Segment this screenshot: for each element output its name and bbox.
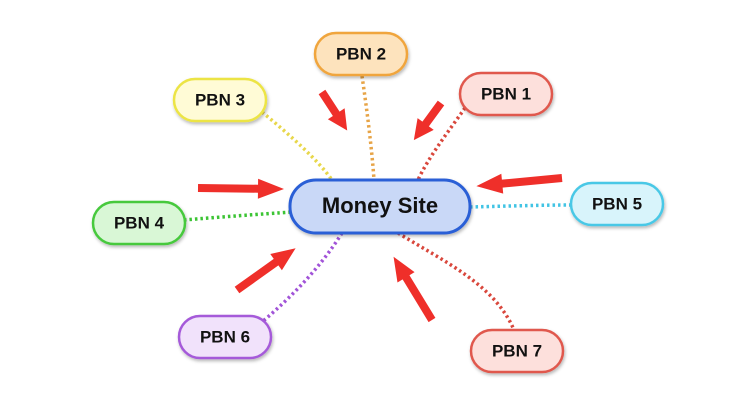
pbn-node-3-label: PBN 3 bbox=[195, 90, 245, 109]
pbn-node-3: PBN 3 bbox=[172, 77, 268, 123]
arrows bbox=[197, 89, 563, 323]
pbn-node-1-box bbox=[458, 71, 554, 117]
pbn-node-4: PBN 4 bbox=[91, 200, 187, 246]
pbn-node-5: PBN 5 bbox=[569, 181, 665, 227]
pbn-node-6-label: PBN 6 bbox=[200, 327, 250, 346]
pbn-node-7: PBN 7 bbox=[469, 328, 565, 374]
pbn-node-6-box bbox=[177, 314, 273, 360]
link-pbn-5 bbox=[469, 203, 573, 209]
arrow-bottom-left bbox=[234, 248, 296, 294]
money-site-node: Money Site bbox=[288, 178, 472, 235]
pbn-node-2: PBN 2 bbox=[313, 31, 409, 77]
link-pbn-7 bbox=[397, 231, 516, 331]
arrow-top-right bbox=[413, 100, 445, 141]
link-pbn-4 bbox=[183, 210, 293, 222]
pbn-node-1-label: PBN 1 bbox=[481, 84, 531, 103]
pbn-node-3-box bbox=[172, 77, 268, 123]
arrow-top-left bbox=[318, 89, 348, 131]
link-pbn-6 bbox=[260, 232, 344, 324]
pbn-node-7-box bbox=[469, 328, 565, 374]
pbn-node-6: PBN 6 bbox=[177, 314, 273, 360]
arrow-right bbox=[476, 173, 563, 194]
pbn-node-2-box bbox=[313, 31, 409, 77]
pbn-node-4-label: PBN 4 bbox=[114, 213, 165, 232]
pbn-node-4-box bbox=[91, 200, 187, 246]
link-pbn-1 bbox=[416, 106, 467, 181]
arrow-bottom bbox=[393, 256, 436, 323]
money-site-box bbox=[288, 178, 472, 235]
pbn-node-5-label: PBN 5 bbox=[592, 194, 642, 213]
link-pbn-3 bbox=[260, 110, 334, 182]
pbn-node-2-label: PBN 2 bbox=[336, 44, 386, 63]
link-pbn-2 bbox=[360, 75, 376, 181]
connector-lines bbox=[183, 75, 573, 331]
money-site-label: Money Site bbox=[322, 193, 438, 218]
pbn-node-5-box bbox=[569, 181, 665, 227]
arrow-left bbox=[197, 178, 284, 199]
pbn-node-1: PBN 1 bbox=[458, 71, 554, 117]
pbn-node-7-label: PBN 7 bbox=[492, 341, 542, 360]
